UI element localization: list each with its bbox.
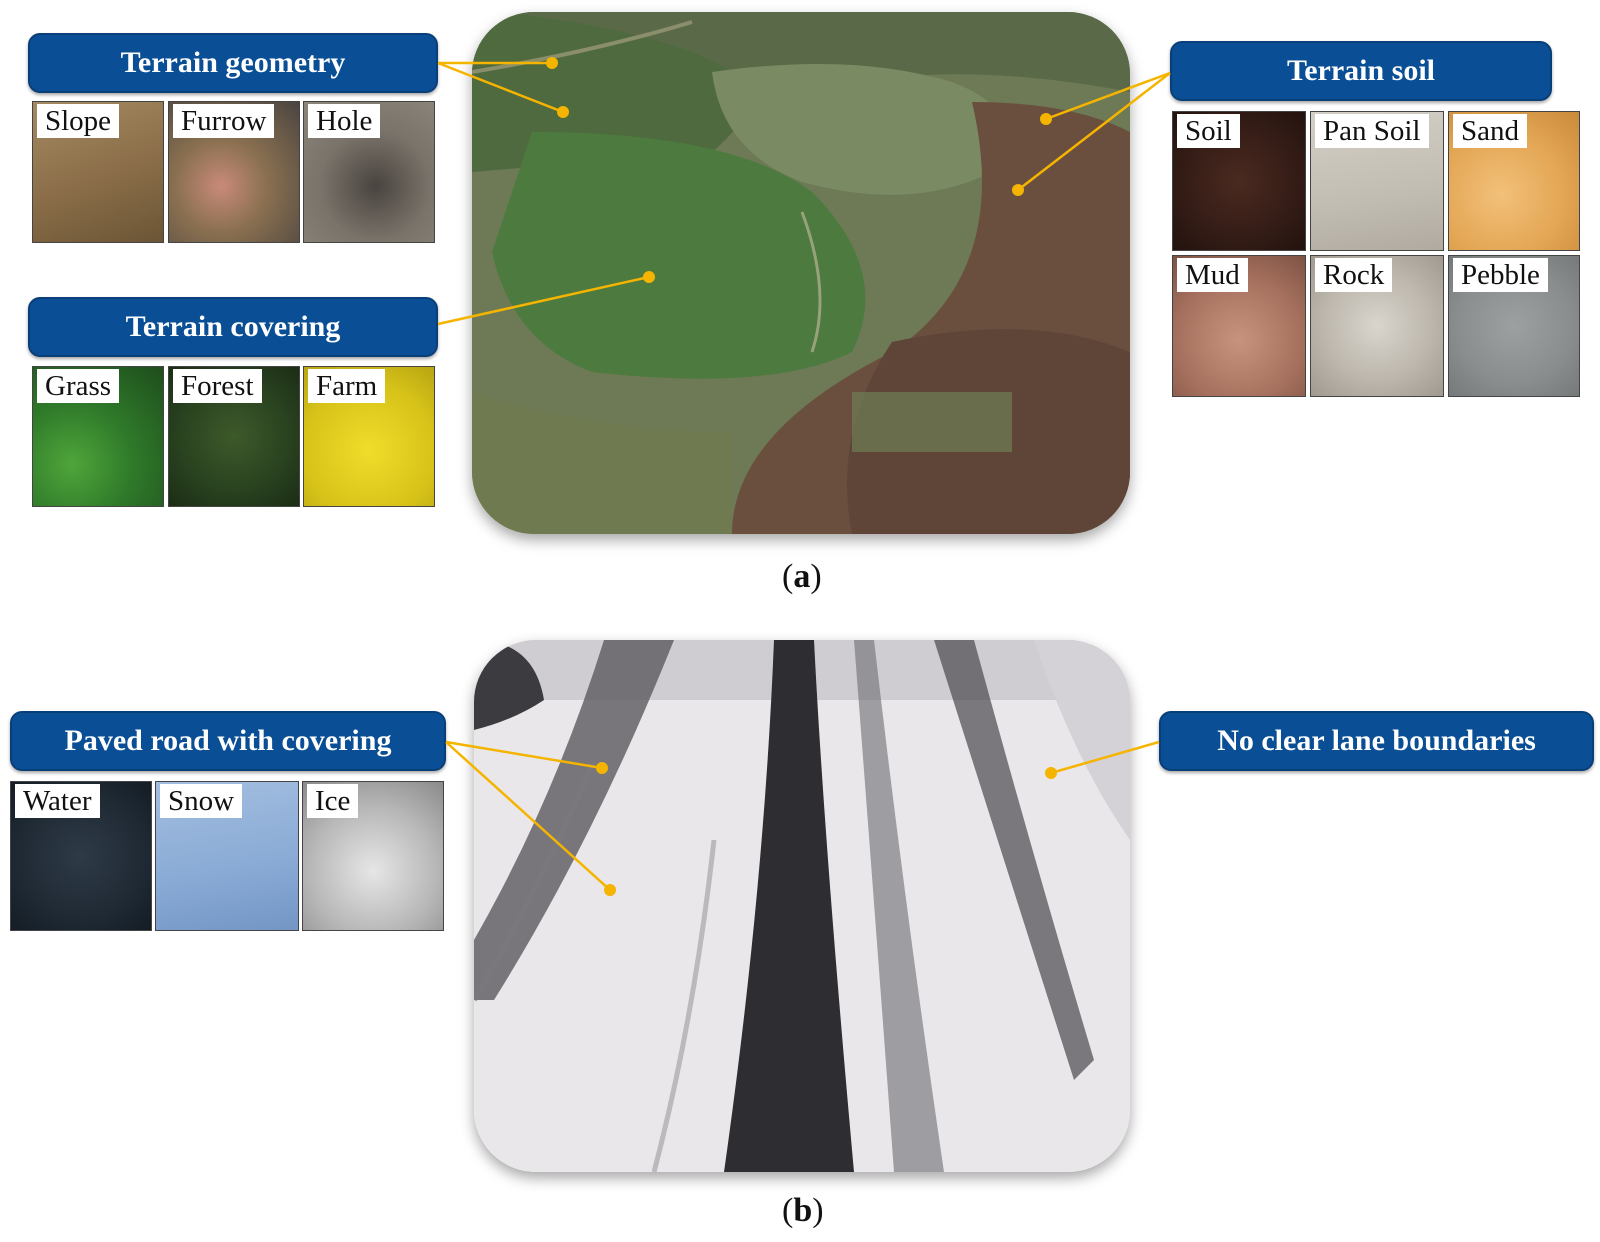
soil-thumbnail: Soil [1172, 111, 1306, 251]
leader-geometry-2 [437, 61, 564, 114]
forest-label: Forest [173, 369, 262, 403]
snow-thumbnail: Snow [155, 781, 299, 931]
leader-dot [604, 884, 616, 896]
pebble-label: Pebble [1453, 258, 1548, 292]
leader-dot [1012, 184, 1024, 196]
leader-soil-2 [1017, 72, 1171, 191]
caption-a: (a) [782, 558, 822, 595]
aerial-terrain-photo [472, 12, 1130, 534]
leader-lane [1050, 740, 1160, 775]
leader-dot [596, 762, 608, 774]
grass-thumbnail: Grass [32, 366, 164, 507]
sand-thumbnail: Sand [1448, 111, 1580, 251]
slope-label: Slope [37, 104, 120, 138]
mud-label: Mud [1177, 258, 1248, 292]
terrain-geometry-header: Terrain geometry [28, 33, 438, 93]
snowy-road-photo [474, 640, 1130, 1172]
hole-label: Hole [308, 104, 381, 138]
rock-label: Rock [1315, 258, 1393, 292]
hole-thumbnail: Hole [303, 101, 435, 243]
water-thumbnail: Water [10, 781, 152, 931]
pan-soil-thumbnail: Pan Soil [1310, 111, 1444, 251]
furrow-label: Furrow [173, 104, 275, 138]
leader-dot [1045, 767, 1057, 779]
terrain-soil-header: Terrain soil [1170, 41, 1552, 101]
forest-thumbnail: Forest [168, 366, 300, 507]
farm-label: Farm [308, 369, 386, 403]
soil-label: Soil [1177, 114, 1240, 148]
water-label: Water [15, 784, 100, 818]
leader-soil-1 [1045, 71, 1171, 121]
leader-dot [1040, 113, 1052, 125]
grass-label: Grass [37, 369, 120, 403]
farm-thumbnail: Farm [303, 366, 435, 507]
slope-thumbnail: Slope [32, 101, 164, 243]
terrain-covering-header: Terrain covering [28, 297, 438, 357]
mud-thumbnail: Mud [1172, 255, 1306, 397]
leader-dot [643, 271, 655, 283]
ice-thumbnail: Ice [302, 781, 444, 931]
leader-dot [557, 106, 569, 118]
caption-b: (b) [782, 1192, 824, 1229]
rock-thumbnail: Rock [1310, 255, 1444, 397]
sand-label: Sand [1453, 114, 1527, 148]
no-clear-lane-boundaries-header: No clear lane boundaries [1159, 711, 1594, 771]
snow-label: Snow [160, 784, 243, 818]
leader-paved-2 [445, 741, 611, 891]
leader-dot [546, 57, 558, 69]
ice-label: Ice [307, 784, 359, 818]
paved-road-covering-header: Paved road with covering [10, 711, 446, 771]
leader-paved-1 [445, 740, 603, 770]
furrow-thumbnail: Furrow [168, 101, 300, 243]
pan-soil-label: Pan Soil [1315, 114, 1429, 148]
pebble-thumbnail: Pebble [1448, 255, 1580, 397]
leader-covering [437, 275, 650, 326]
